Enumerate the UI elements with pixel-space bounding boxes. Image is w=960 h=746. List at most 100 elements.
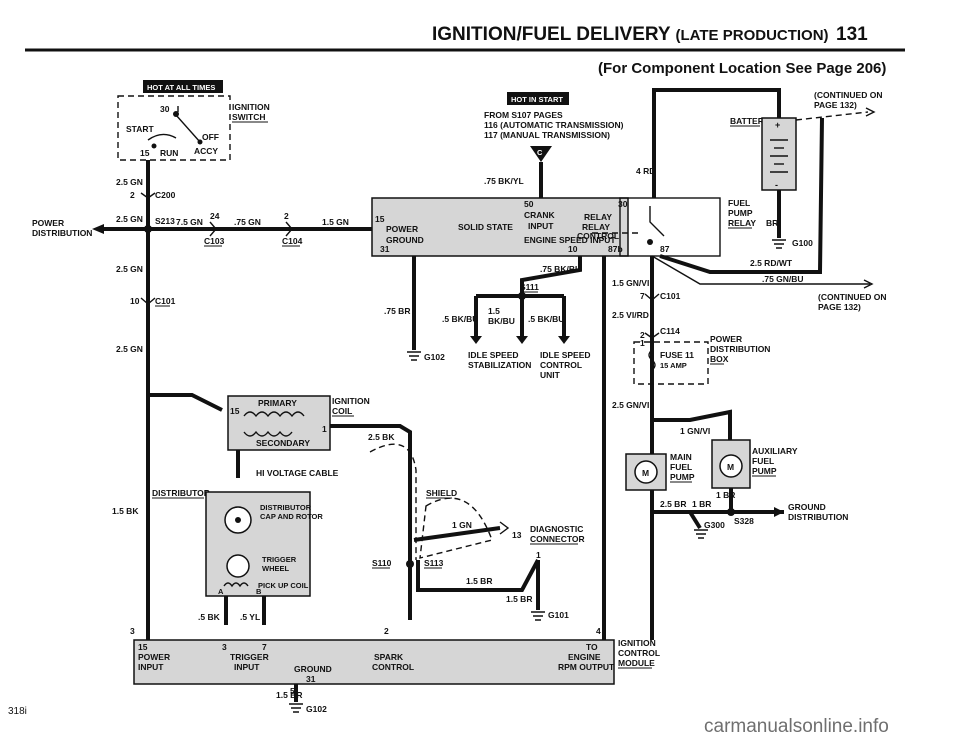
dist-cap-label-2: CAP AND ROTOR: [260, 512, 323, 521]
pin-label: 30: [618, 199, 628, 209]
switch-start: START: [126, 124, 155, 134]
diagnostic-label: DIAGNOSTIC: [530, 524, 583, 534]
pdb-label-3: BOX: [710, 354, 729, 364]
battery-minus: -: [775, 180, 778, 190]
pin-label: 87: [660, 244, 670, 254]
pin-label: 10: [130, 296, 140, 306]
wire-label: 1.5 BK: [112, 506, 139, 516]
wire-label: .5 BK/BU: [528, 314, 564, 324]
title-main: IGNITION/FUEL DELIVERY: [432, 24, 671, 45]
wire-battery: [652, 88, 781, 198]
module-pin-15: 15: [138, 642, 148, 652]
battery-plus: +: [775, 120, 780, 130]
pin-label: 1: [536, 550, 541, 560]
pin-label: 4: [596, 626, 601, 636]
relay-label: RELAY: [584, 212, 612, 222]
connector-c: C: [537, 148, 543, 157]
splice-s113: S113: [424, 558, 444, 568]
idle-control-label: IDLE SPEED: [540, 350, 591, 360]
pin-label: 15: [230, 406, 240, 416]
wire-label: .5 BK/BU: [442, 314, 478, 324]
idle-control-label-2: CONTROL: [540, 360, 582, 370]
wire-label: .75 BR: [384, 306, 410, 316]
splice-s110: S110: [372, 558, 392, 568]
pin-label: 2: [640, 330, 645, 340]
crank-label: CRANK: [524, 210, 556, 220]
ignition-coil: [227, 395, 331, 451]
pin-label: 13: [512, 530, 522, 540]
splice-s111: S111: [520, 282, 539, 292]
main-fuel-pump-label-3: PUMP: [670, 472, 695, 482]
module-power-2: INPUT: [138, 662, 164, 672]
motor-label: M: [727, 462, 734, 472]
wire-label: 2.5 GN/VI: [612, 400, 649, 410]
main-fuel-pump-label: MAIN: [670, 452, 692, 462]
power-distribution-label: POWER: [32, 218, 64, 228]
wire-label: 2.5 GN: [116, 177, 143, 187]
switch-accy: ACCY: [194, 146, 218, 156]
pin-label: 31: [380, 244, 390, 254]
aux-fuel-pump-label: AUXILIARY: [752, 446, 798, 456]
aux-fuel-pump-label-2: FUEL: [752, 456, 774, 466]
module-to: TO: [586, 642, 598, 652]
motor-label: M: [642, 468, 649, 478]
ignition-switch-label-2: SWITCH: [232, 112, 266, 122]
aux-fuel-pump-label-3: PUMP: [752, 466, 777, 476]
idle-stabilization-label-2: STABILIZATION: [468, 360, 531, 370]
pickup-b: B: [256, 587, 262, 596]
module-ground-2: 31: [306, 674, 316, 684]
pin-label: 50: [524, 199, 534, 209]
control-label: CONTROL: [577, 231, 619, 241]
continued-label: (CONTINUED ON: [814, 90, 882, 100]
wire-label: 1.5 BR: [466, 576, 492, 586]
wire-label: 1.5: [488, 306, 500, 316]
module-ground: GROUND: [294, 664, 332, 674]
wire-label: .5 BK: [198, 612, 221, 622]
wire-coil-neg: [330, 424, 412, 620]
module-spark-2: CONTROL: [372, 662, 414, 672]
fuel-pump-relay-label-2: PUMP: [728, 208, 753, 218]
wire-label: 4 RD: [636, 166, 655, 176]
power-distribution-label-2: DISTRIBUTION: [32, 228, 92, 238]
distributor: [205, 491, 311, 597]
fuse-amp: 15 AMP: [660, 361, 687, 370]
connector-c104: C104: [282, 236, 303, 246]
idle-control-label-3: UNIT: [540, 370, 561, 380]
pin-label: 24: [210, 211, 220, 221]
switch-pin-30: 30: [160, 104, 170, 114]
pin-label: 1: [640, 338, 645, 348]
icm-label-2: CONTROL: [618, 648, 660, 658]
wire-label: 1 GN: [452, 520, 472, 530]
model-code: 318i: [8, 706, 27, 717]
switch-run: RUN: [160, 148, 178, 158]
wire-label: BR: [766, 218, 778, 228]
hot-in-start-label: HOT IN START: [511, 95, 563, 104]
switch-pin-15: 15: [140, 148, 150, 158]
ground-distribution-label: GROUND: [788, 502, 826, 512]
ground-g101: G101: [548, 610, 569, 620]
icm-label-3: MODULE: [618, 658, 655, 668]
pin-label: 10: [568, 244, 578, 254]
module-pin-3: 3: [222, 642, 227, 652]
wire-label: 2.5 RD/WT: [750, 258, 793, 268]
splice-s328: S328: [734, 516, 754, 526]
page-title: IGNITION/FUEL DELIVERY (LATE PRODUCTION): [432, 24, 829, 46]
dist-cap-label: DISTRIBUTOR: [260, 503, 312, 512]
trigger-wheel-icon: [226, 554, 250, 578]
pin-label: 3: [130, 626, 135, 636]
pin-label: 2: [284, 211, 289, 221]
pdb-label: POWER: [710, 334, 742, 344]
main-fuel-pump-label-2: FUEL: [670, 462, 692, 472]
input-label: INPUT: [528, 221, 554, 231]
page-number: 131: [836, 24, 868, 45]
hot-at-all-times-tag: [143, 80, 223, 93]
module-trigger: TRIGGER: [230, 652, 269, 662]
connector-c-marker: [530, 146, 552, 162]
wire-label: 2.5 GN: [116, 214, 143, 224]
auto-trans: 116 (AUTOMATIC TRANSMISSION): [484, 120, 624, 130]
continued-label-2: PAGE 132): [818, 302, 861, 312]
wire-gnbu: [651, 255, 870, 285]
wire-label: 2.5 BK: [368, 432, 395, 442]
coil-primary: PRIMARY: [258, 398, 297, 408]
